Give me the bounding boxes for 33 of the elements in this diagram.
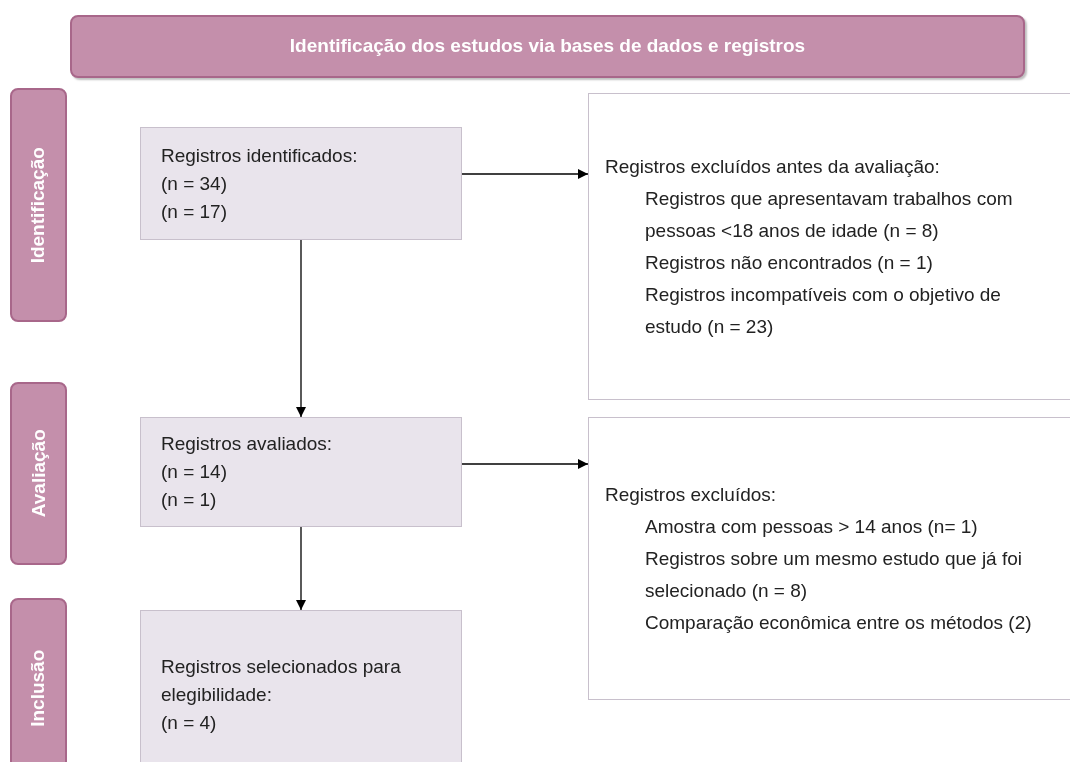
stage-band <box>10 598 67 762</box>
stage-label: Inclusão <box>26 649 50 727</box>
box-text: (n = 4) <box>161 711 218 735</box>
box-text: (n = 34) <box>161 171 228 196</box>
stage-band <box>10 88 67 322</box>
stage-label: Avaliação <box>26 429 50 518</box>
box-text: Registros avaliados: <box>161 432 334 456</box>
box-text: Registros selecionados para elegibilidade: <box>161 655 402 707</box>
header-banner <box>70 15 1025 78</box>
process-box <box>140 127 462 240</box>
header-title: Identificação dos estudos via bases de dados e registros <box>289 34 806 59</box>
exclusion-box <box>588 93 1070 400</box>
stage-label: Identificação <box>26 146 50 264</box>
list-item: Registros não encontrados (n = 1) <box>644 250 934 275</box>
list-item: Comparação econômica entre os métodos (2) <box>644 610 1033 635</box>
box-text: (n = 14) <box>161 460 228 484</box>
box-text: Registros identificados: <box>161 143 359 168</box>
box-heading: Registros excluídos antes da avaliação: <box>605 154 941 179</box>
list-item: Registros incompatíveis com o objetivo de estudo (n = 23) <box>644 282 1002 339</box>
arrow <box>296 239 306 418</box>
box-heading: Registros excluídos: <box>605 482 778 507</box>
exclusion-box <box>588 417 1070 700</box>
stage-band <box>10 382 67 565</box>
list-item: Amostra com pessoas > 14 anos (n= 1) <box>644 514 979 539</box>
arrow <box>296 526 306 611</box>
list-item: Registros sobre um mesmo estudo que já foi selecionado (n = 8) <box>644 546 1023 603</box>
process-box <box>140 610 462 762</box>
process-box <box>140 417 462 527</box>
list-item: Registros que apresentavam trabalhos com pessoas <18 anos de idade (n = 8) <box>644 186 1014 243</box>
arrow <box>461 169 589 179</box>
arrow <box>461 459 589 469</box>
box-text: (n = 1) <box>161 488 218 512</box>
box-text: (n = 17) <box>161 199 228 224</box>
